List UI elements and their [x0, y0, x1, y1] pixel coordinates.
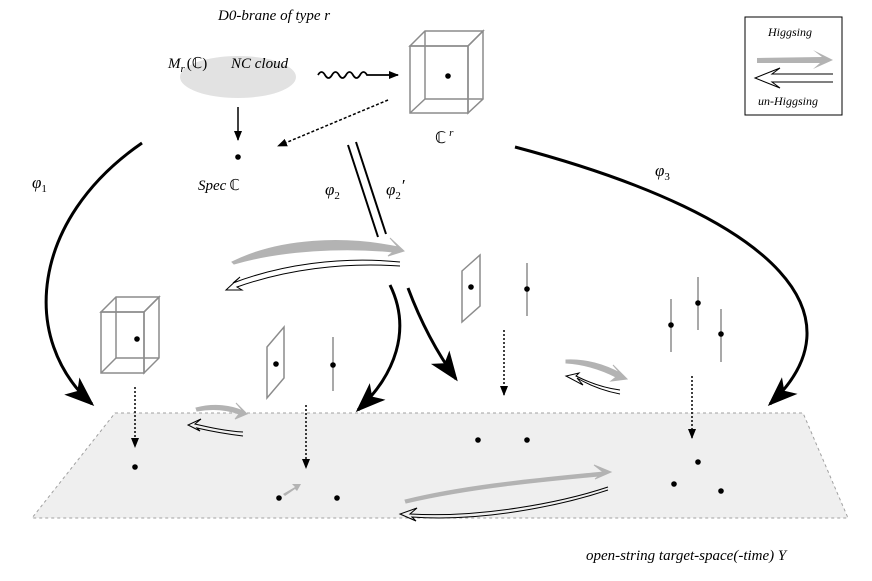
- spec-point: [235, 154, 241, 160]
- brane-line-right-1-point: [668, 322, 674, 328]
- cube-left: [99, 295, 161, 375]
- cube-cr-point: [445, 73, 451, 79]
- phi3-label: φ3: [655, 161, 670, 183]
- d0-brane-title: D0-brane of type r: [217, 8, 330, 24]
- target-point-mid-right-2: [524, 437, 530, 443]
- higgsing-arrow-top: [231, 237, 405, 265]
- phi2-double-line-a: [347, 144, 379, 238]
- phi1-label: φ1: [32, 173, 47, 195]
- phi2-prime-label: φ2′: [386, 176, 406, 202]
- higgsing-arrow-left: [195, 402, 248, 420]
- brane-plane-mid-right: [461, 253, 481, 324]
- target-point-right-1: [695, 459, 701, 465]
- phi2-double-line-b: [355, 141, 387, 235]
- target-space-label: open-string target-space(-time) Y: [586, 548, 788, 564]
- phi2-label: φ2: [325, 180, 340, 202]
- target-point-mid-left-2: [334, 495, 340, 501]
- target-point-right-3: [718, 488, 724, 494]
- phi2-left-arrow: [355, 284, 402, 413]
- brane-plane-mid-left-point: [273, 361, 279, 367]
- unhiggsing-arrow-right: [564, 372, 621, 395]
- wavy-arrow: [317, 71, 399, 79]
- mr-label: Mr(ℂ): [167, 56, 207, 75]
- cube-to-spec-dotted-arrow: [277, 99, 389, 147]
- brane-line-right-3-point: [718, 331, 724, 337]
- nc-cloud-label: NC cloud: [230, 56, 289, 72]
- legend-higgsing-arrow: [757, 50, 833, 69]
- unhiggsing-arrow-left: [186, 418, 244, 437]
- legend: Higgsing un-Higgsing: [744, 16, 843, 116]
- brane-plane-mid-left: [266, 324, 285, 401]
- brane-plane-mid-right-point: [468, 284, 474, 290]
- target-point-left: [132, 464, 138, 470]
- phi1-arrow: [44, 141, 143, 406]
- brane-line-right-2-point: [695, 300, 701, 306]
- legend-higgsing-label: Higgsing: [767, 25, 812, 39]
- unhiggsing-arrow-bottom: [398, 486, 609, 522]
- higgsing-arrow-right: [565, 359, 629, 382]
- unhiggsing-arrow-top: [224, 259, 401, 291]
- small-higgsing-arrow: [283, 484, 301, 496]
- cube-cr: [408, 29, 485, 115]
- nc-cloud: [180, 56, 296, 98]
- target-point-right-2: [671, 481, 677, 487]
- cube-left-point: [134, 336, 140, 342]
- target-space-plane: [30, 412, 849, 519]
- brane-line-mid-left-point: [330, 362, 336, 368]
- target-point-mid-right-1: [475, 437, 481, 443]
- phi2-right-arrow: [406, 287, 458, 382]
- brane-line-mid-right-point: [524, 286, 530, 292]
- legend-unhiggsing-label: un-Higgsing: [758, 94, 818, 108]
- phi3-arrow: [514, 145, 809, 407]
- higgsing-arrow-bottom: [404, 464, 613, 504]
- target-point-mid-left-1: [276, 495, 282, 501]
- legend-unhiggsing-arrow: [753, 67, 833, 89]
